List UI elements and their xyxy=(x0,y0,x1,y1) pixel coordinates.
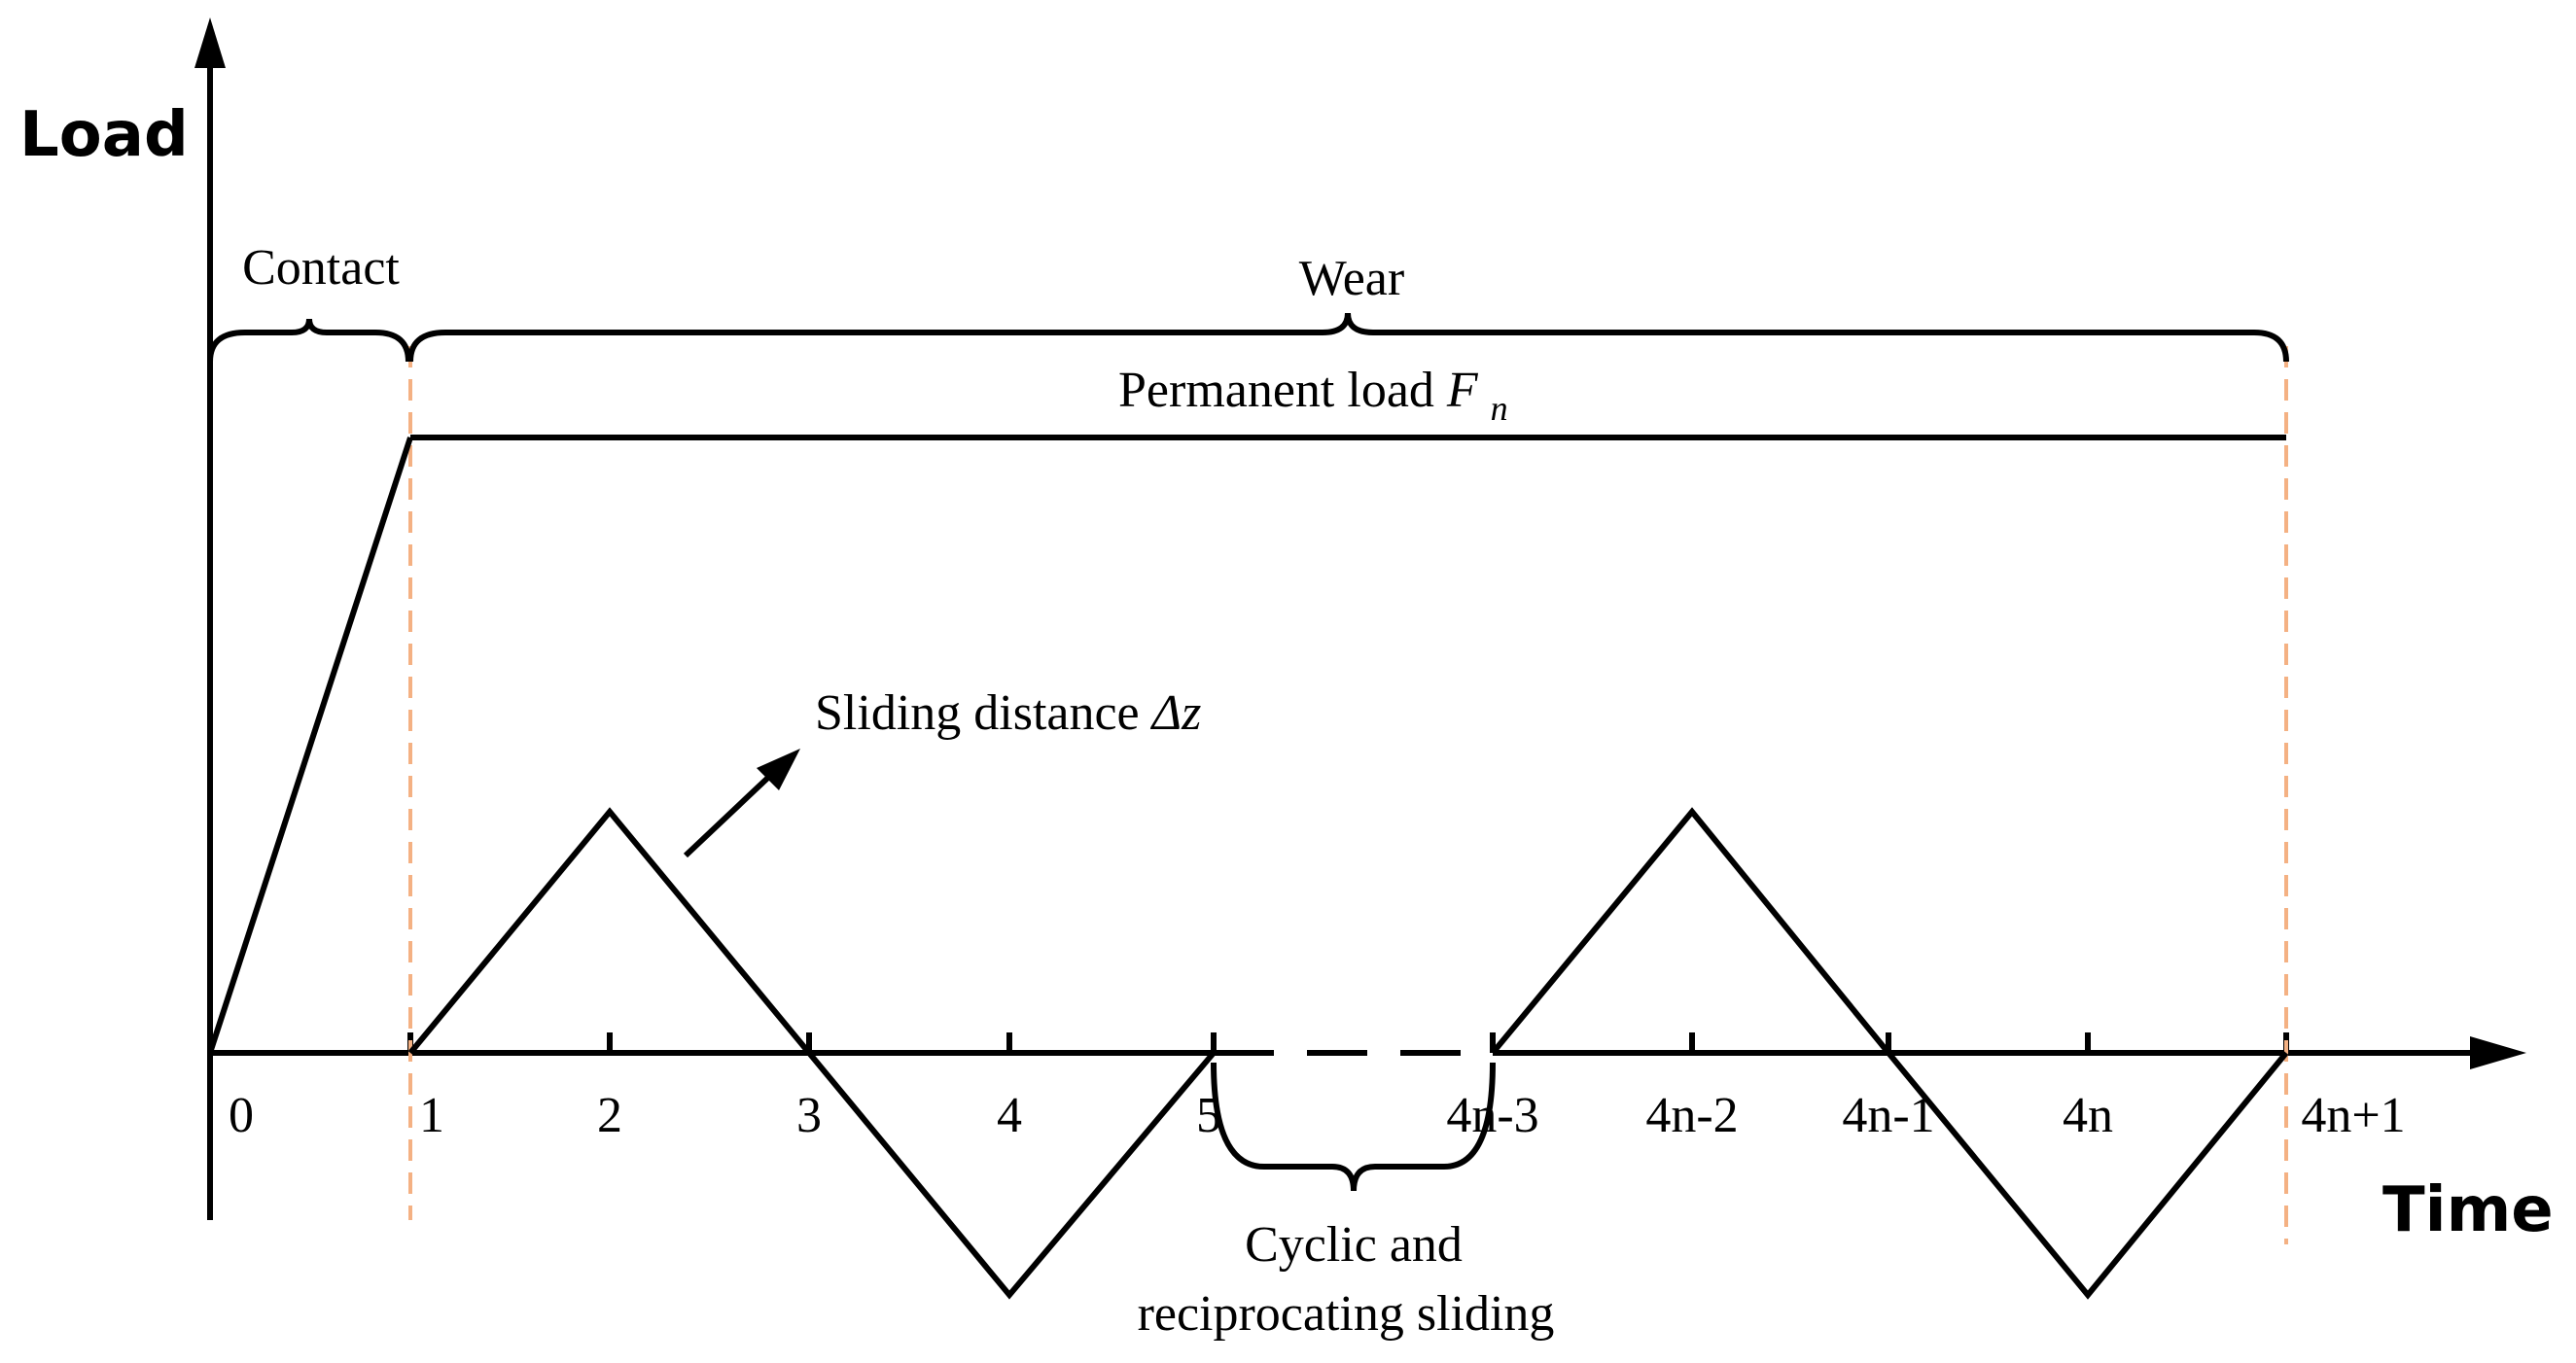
contact-brace xyxy=(207,318,411,363)
y-axis-arrow-icon xyxy=(194,17,226,68)
sliding-distance-arrow-shaft xyxy=(683,770,776,858)
tick-label-4: 4 xyxy=(997,1088,1022,1143)
load-ramp-line xyxy=(207,437,413,1054)
tick-label-4n-2: 4n-2 xyxy=(1645,1088,1738,1143)
cyclic-label-line2: reciprocating sliding xyxy=(1138,1286,1555,1342)
tick-label-4n-1: 4n-1 xyxy=(1842,1088,1934,1143)
x-ticks xyxy=(407,1032,2289,1053)
sliding-distance-symbol: Δz xyxy=(1150,685,1202,741)
sliding-distance-text: Sliding distance xyxy=(815,685,1152,741)
wear-brace xyxy=(407,312,2289,363)
tick-label-3: 3 xyxy=(796,1088,822,1143)
tick-label-0: 0 xyxy=(229,1088,254,1143)
cyclic-label-line1: Cyclic and xyxy=(1245,1217,1463,1273)
tick-label-4n: 4n xyxy=(2063,1088,2113,1143)
permanent-load-symbol: F xyxy=(1446,363,1479,418)
sliding-distance-label: Sliding distance Δz xyxy=(815,685,1201,741)
sliding-curve-first xyxy=(407,807,1217,1300)
x-axis-title: Time xyxy=(2382,1174,2554,1246)
wear-label: Wear xyxy=(1299,251,1404,306)
permanent-load-subscript: n xyxy=(1491,389,1508,428)
permanent-load-text: Permanent load xyxy=(1118,363,1447,418)
tick-label-2: 2 xyxy=(597,1088,622,1143)
tick-label-1: 1 xyxy=(419,1088,444,1143)
y-axis-title: Load xyxy=(19,99,189,171)
contact-label: Contact xyxy=(242,240,400,296)
x-tick-labels: 0 1 2 3 4 5 4n-3 4n-2 4n-1 4n 4n+1 xyxy=(229,1088,2406,1143)
x-axis-arrow-icon xyxy=(2470,1036,2526,1069)
tick-label-4n-plus-1: 4n+1 xyxy=(2301,1088,2405,1143)
cyclic-brace xyxy=(1211,1062,1496,1192)
sliding-curve-last xyxy=(1490,807,2289,1300)
permanent-load-label: Permanent load F n xyxy=(1118,363,1508,428)
sliding-distance-arrow-icon xyxy=(757,749,800,790)
